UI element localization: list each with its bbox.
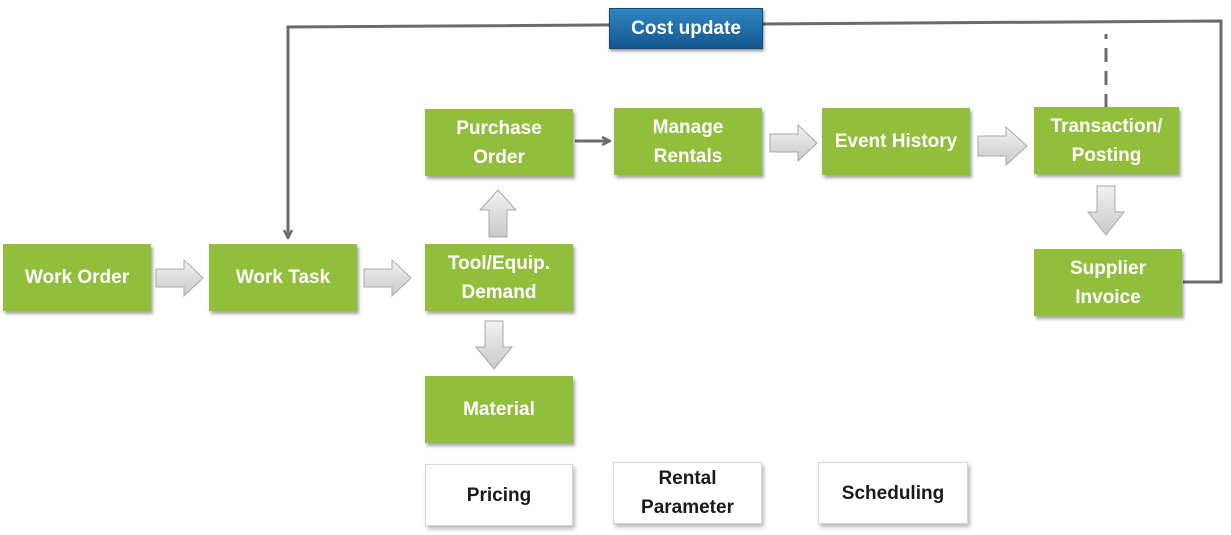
block-arrow-demand-to-purchase [478,189,518,238]
node-purchase-order: Purchase Order [425,109,573,176]
node-tool-equip-demand: Tool/Equip. Demand [425,244,573,311]
block-arrow-task-to-demand [363,258,412,298]
block-arrow-rentals-to-history [769,123,818,163]
node-event-history: Event History [822,108,970,175]
cost-update-feedback-line [288,19,1223,284]
node-pricing: Pricing [425,464,573,526]
node-scheduling: Scheduling [818,462,968,524]
block-arrow-transaction-to-invoice [1086,185,1126,236]
node-work-task: Work Task [209,244,357,311]
node-transaction-posting: Transaction/ Posting [1034,107,1179,174]
node-material: Material [425,376,573,443]
block-arrow-order-to-task [155,258,204,298]
block-arrow-history-to-transaction [977,125,1028,167]
cost-update-tag: Cost update [609,8,763,49]
block-arrow-demand-to-material [474,320,514,370]
node-rental-parameter: Rental Parameter [613,462,762,524]
node-supplier-invoice: Supplier Invoice [1034,249,1182,316]
node-work-order: Work Order [3,244,151,311]
node-manage-rentals: Manage Rentals [614,108,762,175]
